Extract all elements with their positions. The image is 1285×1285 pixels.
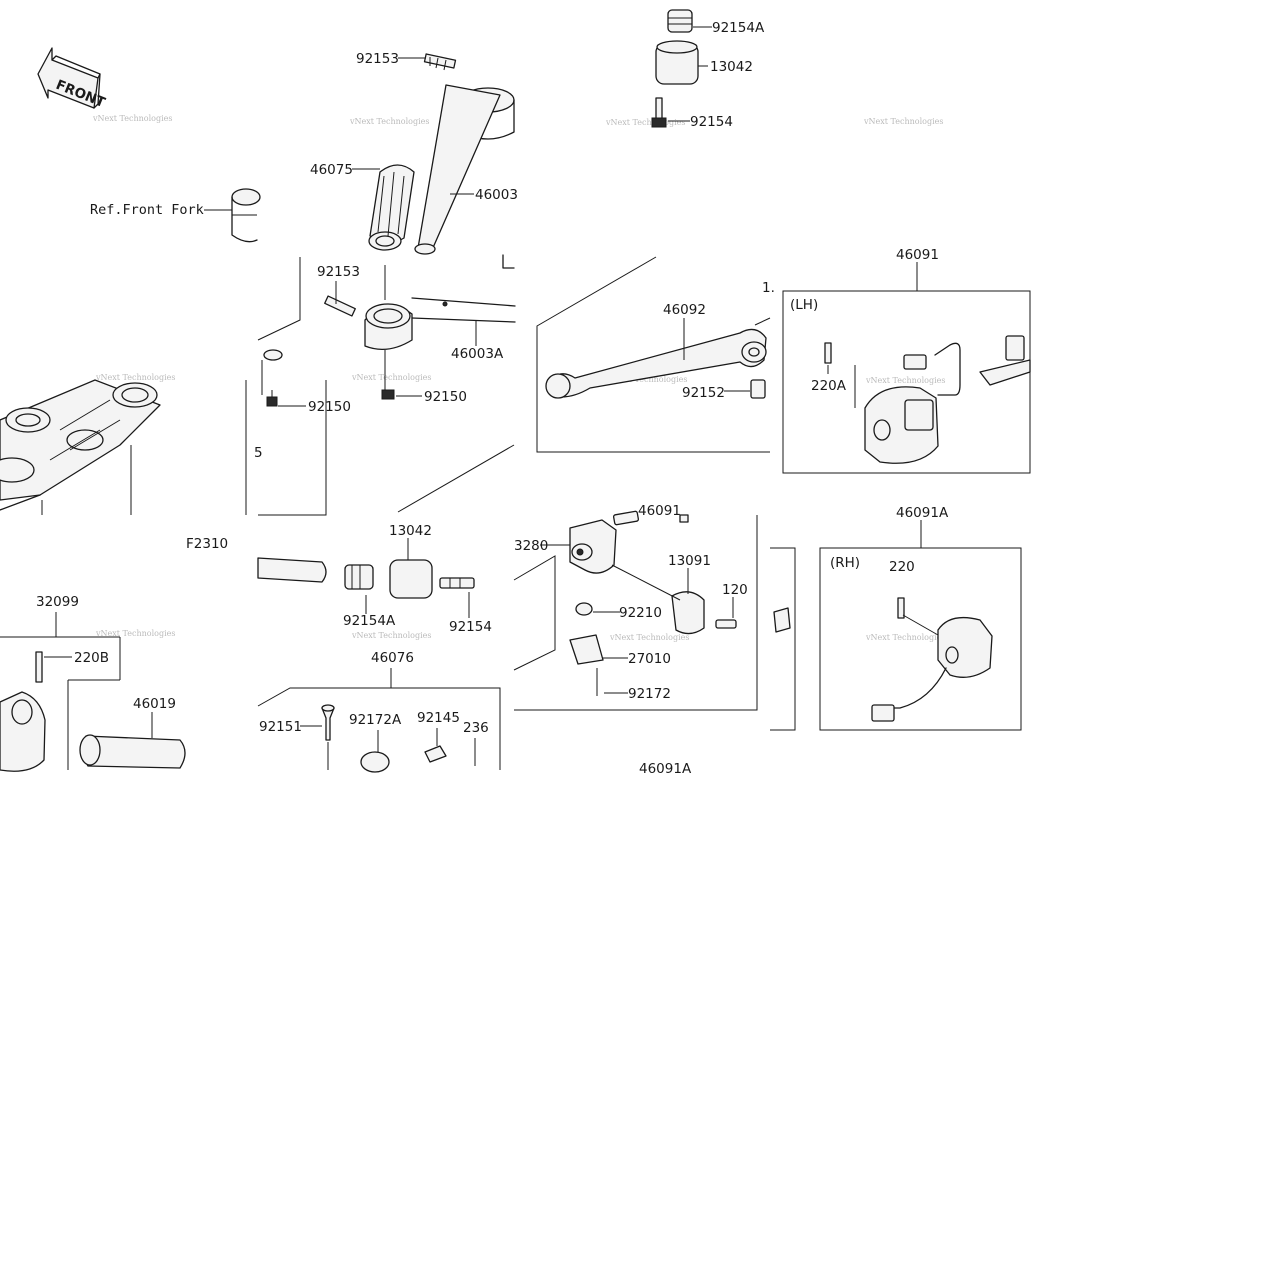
- callout-32099: 32099: [36, 594, 79, 610]
- watermark: vNext Technologies: [605, 118, 685, 127]
- label-group-rh: (RH): [830, 555, 860, 571]
- callout-92152: 92152: [682, 385, 725, 401]
- watermark: vNext Technologies: [863, 117, 943, 126]
- callout-92154A-mid: 92154A: [343, 613, 396, 629]
- callout-46091A-cut: 46091A: [896, 505, 949, 521]
- callout-13042-mid: 13042: [389, 523, 432, 539]
- callout-46076: 46076: [371, 650, 414, 666]
- callout-92153: 92153: [356, 51, 399, 67]
- clutch-perch-group: [513, 510, 758, 711]
- callout-46091A: 46091A: [639, 761, 692, 777]
- callout-5: 5: [254, 445, 263, 461]
- callout-92154A: 92154A: [712, 20, 765, 36]
- cropped-box: [770, 547, 796, 731]
- callout-120: 120: [722, 582, 748, 598]
- watermark: vNext Technologies: [609, 633, 689, 642]
- callout-46019: 46019: [133, 696, 176, 712]
- callout-46091: 46091: [638, 503, 681, 519]
- front-arrow-icon: FRONT: [37, 47, 108, 111]
- label-fig-code: F2310: [186, 536, 228, 552]
- callout-92172A: 92172A: [349, 712, 402, 728]
- watermark: vNext Technologies: [607, 375, 687, 384]
- front-fork-ref: [204, 188, 261, 243]
- watermark: vNext Technologies: [351, 631, 431, 640]
- triple-clamp: [0, 379, 161, 515]
- callout-27010: 27010: [628, 651, 671, 667]
- callout-220B: 220B: [74, 650, 109, 666]
- callout-46003: 46003: [475, 187, 518, 203]
- callout-92150-left: 92150: [308, 399, 351, 415]
- callout-46092: 46092: [663, 302, 706, 318]
- callout-92151: 92151: [259, 719, 302, 735]
- watermark: vNext Technologies: [95, 373, 175, 382]
- callout-13091: 13091: [668, 553, 711, 569]
- callout-92154: 92154: [690, 114, 733, 130]
- watermark: vNext Technologies: [865, 376, 945, 385]
- watermark: vNext Technologies: [92, 114, 172, 123]
- callout-236: 236: [463, 720, 489, 736]
- callout-92145: 92145: [417, 710, 460, 726]
- group-46076: [257, 668, 501, 773]
- watermarks: vNext Technologies vNext Technologies vN…: [92, 114, 945, 642]
- callout-220A: 220A: [811, 378, 847, 394]
- watermark: vNext Technologies: [349, 117, 429, 126]
- lever-46092-tile: [536, 256, 771, 453]
- bar-end-upper: [651, 9, 712, 128]
- watermark: vNext Technologies: [95, 629, 175, 638]
- callout-92150-right: 92150: [424, 389, 467, 405]
- callout-92172: 92172: [628, 686, 671, 702]
- bottom-left-group: [0, 612, 186, 772]
- callout-labels: Ref.Front Fork F2310 (LH) (RH) 92153 921…: [36, 20, 949, 777]
- callout-13042: 13042: [710, 59, 753, 75]
- watermark: vNext Technologies: [351, 373, 431, 382]
- clamp-46003A: [324, 265, 516, 400]
- bolt-92150-left: [261, 349, 306, 407]
- label-group-lh: (LH): [790, 297, 818, 313]
- callout-46091-cut: 46091: [896, 247, 939, 263]
- bar-end-middle: [257, 444, 515, 618]
- watermark: vNext Technologies: [865, 633, 945, 642]
- callout-46075: 46075: [310, 162, 353, 178]
- callout-46003A: 46003A: [451, 346, 504, 362]
- tile-borders: [245, 257, 327, 516]
- callout-1dot: 1.: [762, 280, 775, 296]
- callout-220: 220: [889, 559, 915, 575]
- label-ref-front-fork: Ref.Front Fork: [90, 202, 204, 218]
- callout-92210: 92210: [619, 605, 662, 621]
- switch-rh-group: [819, 520, 1022, 731]
- callout-3280: 3280: [514, 538, 548, 554]
- handlebar-upper: [368, 53, 515, 269]
- switch-lh-group: [782, 262, 1031, 474]
- callout-92154-mid: 92154: [449, 619, 492, 635]
- callout-92153-mid: 92153: [317, 264, 360, 280]
